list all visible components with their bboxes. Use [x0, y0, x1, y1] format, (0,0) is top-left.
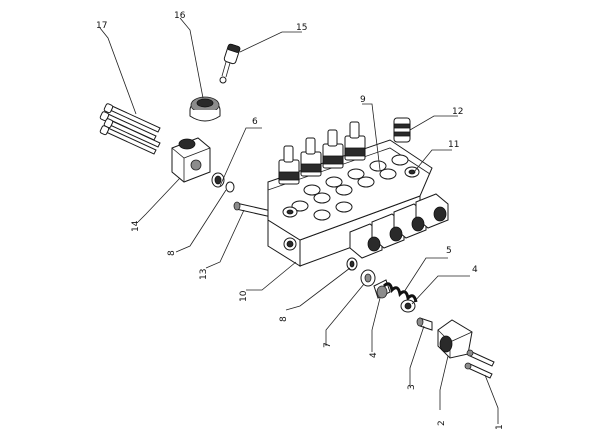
callout-9: 9	[360, 95, 366, 105]
part-5-spring	[382, 282, 418, 303]
callout-12: 12	[452, 107, 463, 117]
part-3-bolt	[416, 317, 433, 331]
callout-7: 7	[323, 342, 333, 348]
callout-2: 2	[437, 420, 447, 426]
callout-4-lower: 4	[369, 352, 379, 358]
part-2-end-cap	[437, 319, 473, 359]
callout-4-upper: 4	[472, 265, 478, 275]
callout-13: 13	[199, 269, 209, 280]
part-8-seal-lower	[346, 257, 358, 271]
part-15-lever-stem	[219, 43, 241, 84]
callout-8-left: 8	[167, 250, 177, 256]
valve-body	[267, 139, 433, 267]
callout-6: 6	[252, 117, 258, 127]
part-14-cover-block	[171, 137, 211, 183]
callout-1: 1	[495, 424, 505, 430]
part-12-plug	[393, 117, 411, 143]
callout-labels: 1 2 3 4 4 5 6 7 8 8 9 10 11 12 13 14 15 …	[96, 11, 505, 430]
callout-11: 11	[448, 140, 459, 150]
callout-5: 5	[446, 246, 452, 256]
part-1-screws	[464, 349, 495, 379]
spool-cylinders	[349, 193, 449, 259]
spool-actuators	[278, 121, 366, 185]
callout-3: 3	[407, 384, 417, 390]
part-17-tie-bolts	[99, 103, 161, 155]
part-7-collar	[360, 269, 376, 287]
part-4-spring-seat	[400, 299, 416, 313]
leader-lines	[99, 17, 499, 424]
part-6-o-ring	[211, 172, 235, 193]
callout-17: 17	[96, 21, 107, 31]
callout-8-lower: 8	[279, 316, 289, 322]
callout-16: 16	[174, 11, 186, 21]
callout-14: 14	[131, 220, 141, 232]
part-16-cap	[189, 96, 221, 122]
callout-15: 15	[296, 23, 307, 33]
callout-10: 10	[239, 290, 249, 302]
